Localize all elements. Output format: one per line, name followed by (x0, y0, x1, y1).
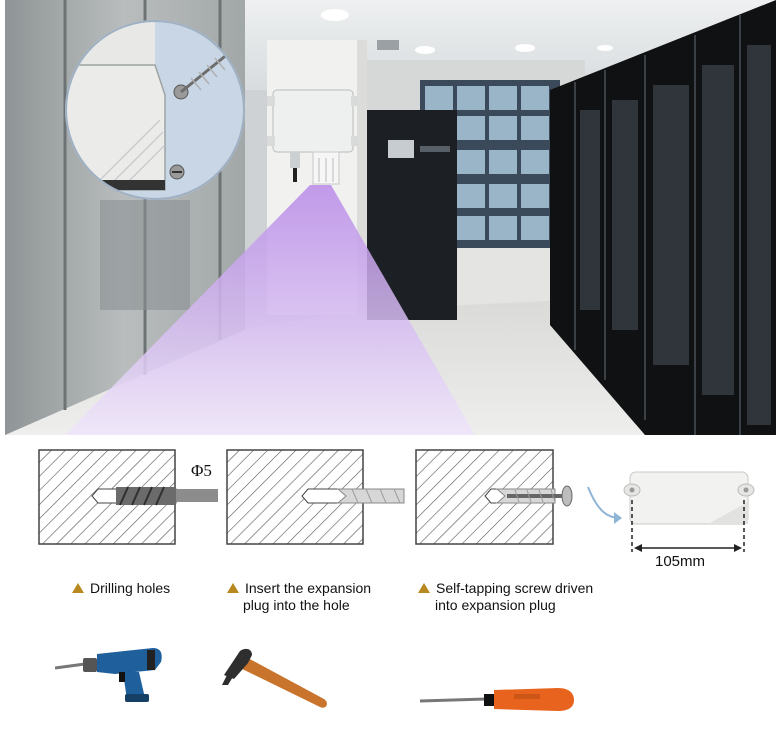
electric-drill-icon (54, 640, 170, 710)
step-plug-panel (226, 449, 416, 552)
triangle-bullet-icon (227, 583, 239, 593)
diameter-label: Φ5 (191, 461, 212, 480)
screwdriver-icon (418, 684, 578, 721)
server-room-scene (5, 0, 776, 435)
server-room-illustration (5, 0, 776, 435)
step-1-label: Drilling holes (72, 580, 170, 597)
step-mounted-device (578, 452, 778, 577)
mounting-detail-inset (65, 20, 245, 200)
step-drill-panel (38, 449, 238, 552)
sensor-device (267, 89, 359, 185)
step-2-label: Insert the expansion plug into the hole (227, 580, 371, 614)
step-screw-panel (415, 449, 590, 552)
hammer-icon (220, 645, 345, 725)
expansion-plug-diagram (226, 449, 405, 545)
mounted-device-diagram (587, 471, 755, 552)
triangle-bullet-icon (418, 583, 430, 593)
drill-hole-diagram (38, 449, 218, 545)
triangle-bullet-icon (72, 583, 84, 593)
screw-plug-diagram (415, 449, 573, 545)
step-3-label: Self-tapping screw driven into expansion… (418, 580, 593, 614)
width-label: 105mm (655, 553, 706, 570)
